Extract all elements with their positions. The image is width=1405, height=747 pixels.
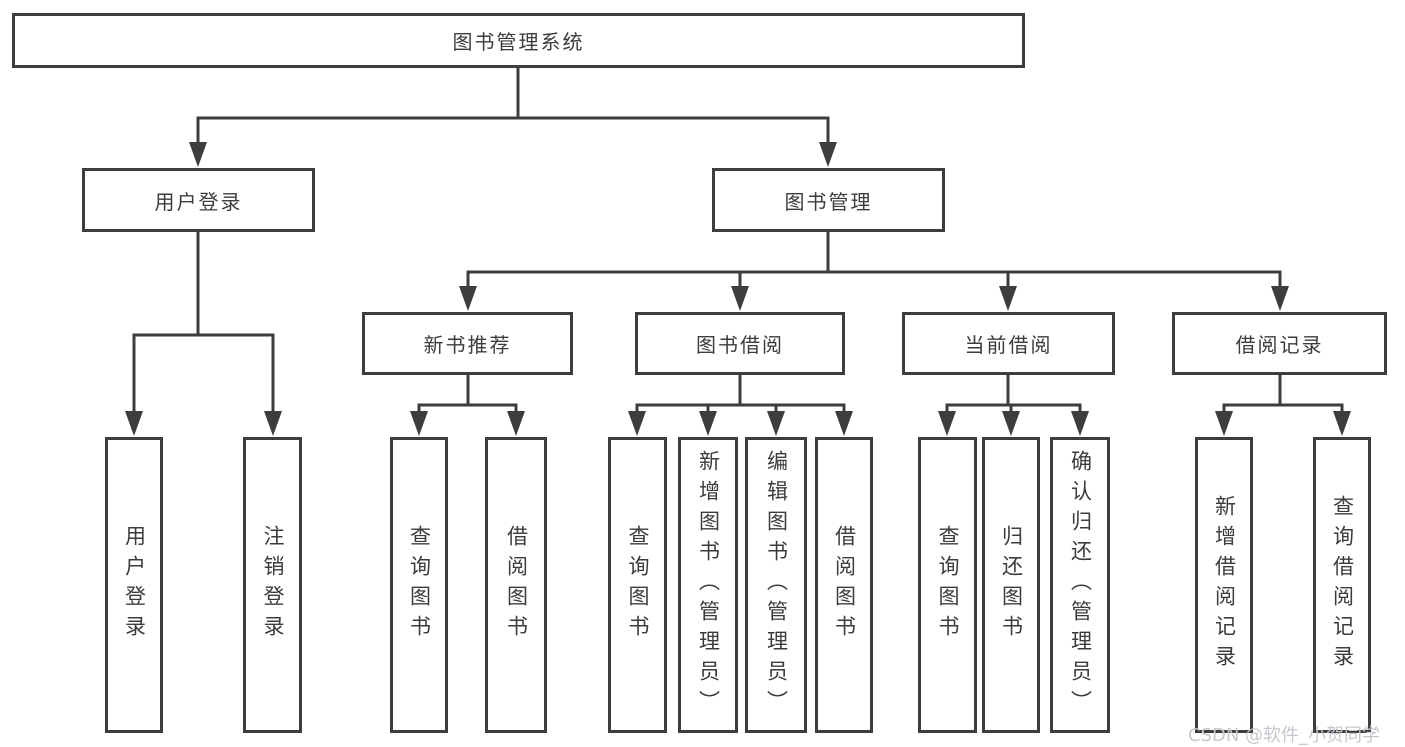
leaf-logout: 注销登录 <box>243 437 302 733</box>
leaf-borrow-books-2-label: 借阅图书 <box>832 525 857 645</box>
node-new-book-recommend: 新书推荐 <box>362 312 573 375</box>
leaf-query-borrow-record-label: 查询借阅记录 <box>1330 495 1355 675</box>
node-book-management: 图书管理 <box>712 168 945 232</box>
leaf-query-books-3: 查询图书 <box>918 437 977 733</box>
leaf-query-books-1-label: 查询图书 <box>407 525 432 645</box>
leaf-add-book-admin-label: 新增图书（管理员） <box>696 450 721 720</box>
node-root-label: 图书管理系统 <box>452 30 585 54</box>
leaf-query-books-2: 查询图书 <box>608 437 667 733</box>
node-new-book-recommend-label: 新书推荐 <box>423 333 512 357</box>
leaf-add-borrow-record: 新增借阅记录 <box>1195 437 1253 733</box>
node-book-borrowing-label: 图书借阅 <box>696 333 784 357</box>
leaf-query-books-3-label: 查询图书 <box>936 525 960 645</box>
leaf-add-borrow-record-label: 新增借阅记录 <box>1212 495 1237 675</box>
leaf-edit-book-admin: 编辑图书（管理员） <box>745 437 807 733</box>
node-user-login-label: 用户登录 <box>154 189 243 214</box>
leaf-edit-book-admin-label: 编辑图书（管理员） <box>764 450 789 720</box>
leaf-query-books-1: 查询图书 <box>390 437 448 733</box>
leaf-borrow-books-1: 借阅图书 <box>485 437 547 733</box>
node-borrowing-records-label: 借阅记录 <box>1235 333 1324 357</box>
leaf-borrow-books-1-label: 借阅图书 <box>504 525 529 645</box>
leaf-return-books: 归还图书 <box>982 437 1040 733</box>
leaf-add-book-admin: 新增图书（管理员） <box>678 437 738 733</box>
node-current-borrowing-label: 当前借阅 <box>964 333 1053 357</box>
leaf-query-books-2-label: 查询图书 <box>626 525 650 645</box>
leaf-return-books-label: 归还图书 <box>999 525 1024 645</box>
leaf-borrow-books-2: 借阅图书 <box>815 437 873 733</box>
leaf-user-login-label: 用户登录 <box>122 525 147 645</box>
leaf-confirm-return-admin: 确认归还（管理员） <box>1050 437 1110 733</box>
csdn-watermark: CSDN @软件_小贺同学 <box>1188 725 1381 746</box>
node-root: 图书管理系统 <box>12 13 1025 68</box>
leaf-query-borrow-record: 查询借阅记录 <box>1313 437 1371 733</box>
node-book-borrowing: 图书借阅 <box>635 312 845 375</box>
node-user-login: 用户登录 <box>82 168 315 232</box>
leaf-confirm-return-admin-label: 确认归还（管理员） <box>1068 450 1093 720</box>
leaf-logout-label: 注销登录 <box>261 525 285 645</box>
node-borrowing-records: 借阅记录 <box>1172 312 1387 375</box>
node-book-management-label: 图书管理 <box>784 189 873 214</box>
leaf-user-login: 用户登录 <box>105 437 163 733</box>
node-current-borrowing: 当前借阅 <box>902 312 1115 375</box>
